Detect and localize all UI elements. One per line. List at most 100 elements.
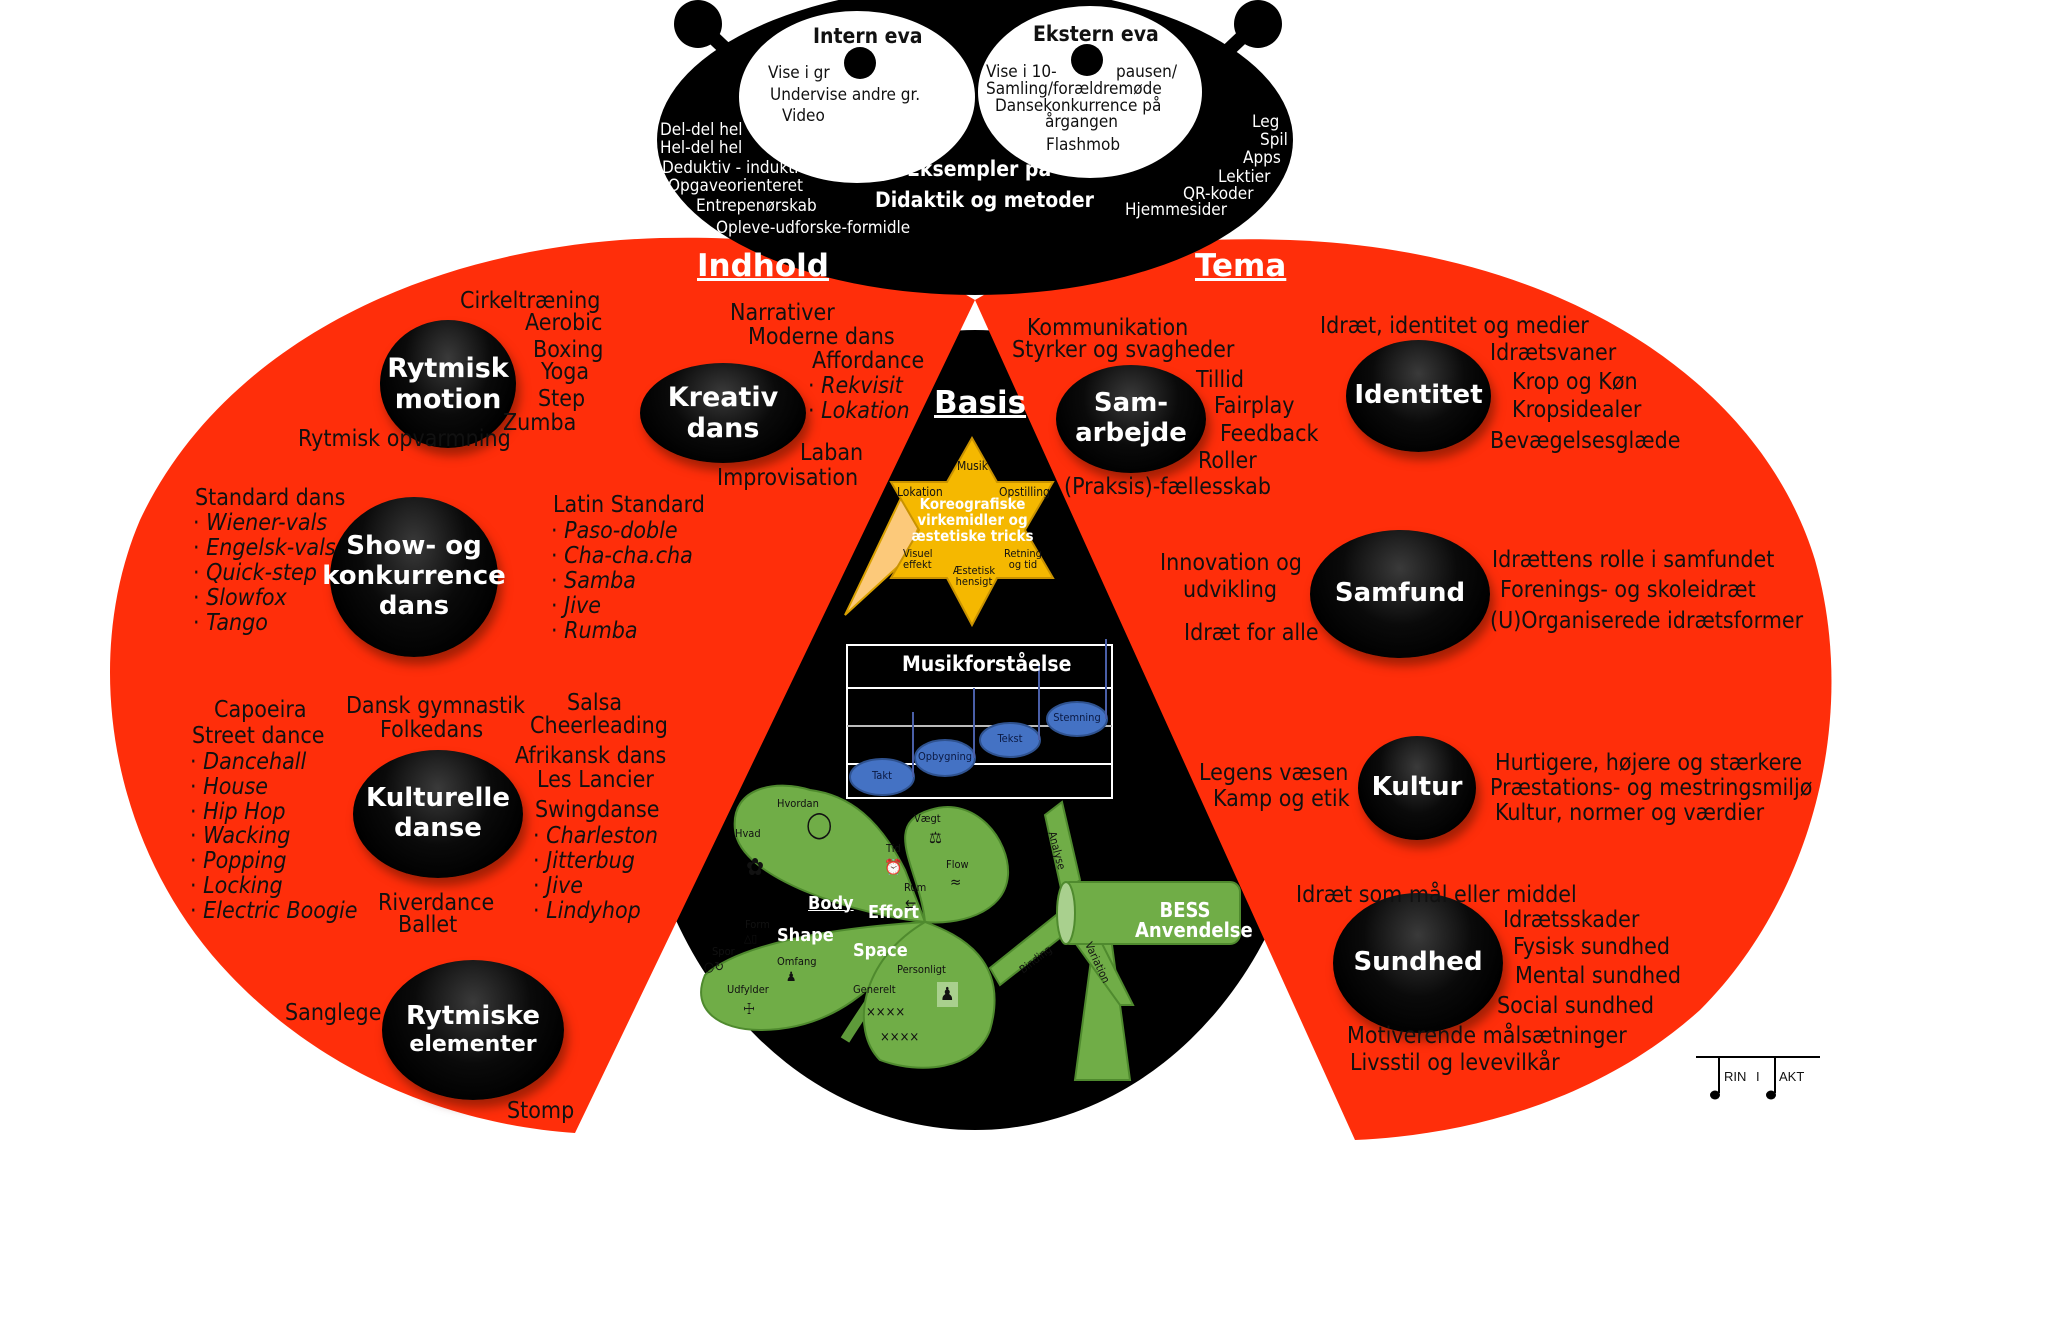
node-samfund[interactable]: Samfund xyxy=(1310,530,1490,658)
samfund-item: (U)Organiserede idrætsformer xyxy=(1490,608,1804,634)
swingdanse-item: Charleston xyxy=(533,823,658,849)
kreativ-dans-item: Laban xyxy=(800,440,864,466)
space-leaf xyxy=(862,920,996,1069)
swingdanse-item: Lindyhop xyxy=(533,898,641,924)
node-label: arbejde xyxy=(1075,418,1187,448)
kulturelle-item: Ballet xyxy=(398,912,458,938)
kultur-item: Kultur, normer og værdier xyxy=(1495,800,1765,826)
node-label: Sam- xyxy=(1093,388,1169,419)
music-note-label: Tekst xyxy=(997,732,1023,745)
rytmisk-motion-item: Aerobic xyxy=(525,310,603,336)
basis-heading: Basis xyxy=(934,385,1027,421)
bess-windmill xyxy=(988,800,1241,1081)
latin-standard-item: Jive xyxy=(551,593,601,619)
star-point: Retning og tid xyxy=(1004,547,1042,571)
clover-item: Omfang xyxy=(777,955,817,968)
star-point: Visuel effekt xyxy=(903,547,933,571)
left-antenna-ball xyxy=(674,0,722,48)
intern-eva-item: Vise i gr xyxy=(768,63,830,83)
clover-item: Rum xyxy=(904,881,927,894)
identitet-item: Idrætsvaner xyxy=(1490,340,1617,366)
sundhed-item: Livsstil og levevilkår xyxy=(1350,1050,1560,1076)
right-antenna-ball xyxy=(1234,0,1282,48)
clover-item: Vægt xyxy=(914,812,941,825)
clover-item: Generelt xyxy=(853,983,896,996)
kreativ-dans-item: Affordance xyxy=(812,348,925,374)
star-point: Opstilling xyxy=(999,485,1050,499)
crosses-icon: ×××× xyxy=(866,1005,906,1020)
star-title-line: virkemidler og xyxy=(917,510,1028,529)
person-crawl-icon: ♟ xyxy=(786,970,797,985)
node-label: Kultur xyxy=(1371,772,1463,803)
scale-icon: ⚖ xyxy=(929,828,942,847)
clover-leaf-effort: Effort xyxy=(868,902,920,923)
node-label: Rytmiske xyxy=(406,1001,540,1032)
samarbejde-item: Styrker og svagheder xyxy=(1012,337,1235,363)
node-samarbejde[interactable]: Sam-arbejde xyxy=(1056,365,1206,473)
samarbejde-item: Feedback xyxy=(1220,421,1319,447)
method-item: Spil xyxy=(1260,130,1288,150)
windmill-hub xyxy=(1056,881,1076,945)
star-title-line: æstetiske tricks xyxy=(911,526,1034,545)
node-label: danse xyxy=(394,813,482,843)
music-note-label: Opbygning xyxy=(917,750,973,763)
node-label: Kreativ xyxy=(667,381,779,413)
logo-text-1: RIN xyxy=(1724,1069,1747,1084)
didaktik-title-line1: Eksempler på xyxy=(907,157,1052,181)
node-label: Show- og xyxy=(346,531,482,562)
node-sundhed[interactable]: Sundhed xyxy=(1333,893,1503,1033)
bess-title-line: BESS xyxy=(1159,898,1211,922)
left-pupil xyxy=(844,47,876,79)
method-item: Apps xyxy=(1243,148,1281,168)
node-label: Samfund xyxy=(1334,578,1466,609)
logo xyxy=(1696,1056,1820,1100)
samarbejde-item: Kommunikation xyxy=(1027,315,1189,341)
dancers-icon: ✿ xyxy=(746,853,765,881)
kultur-item: Præstations- og mestringsmiljø xyxy=(1490,775,1813,801)
choreography-star xyxy=(889,435,1055,628)
street-dance-item: Dancehall xyxy=(190,749,306,775)
star-title: Koreografiske virkemidler og æstetiske t… xyxy=(905,496,1040,545)
kulturelle-item: Salsa xyxy=(567,690,623,716)
clover-item: Tid xyxy=(886,842,901,855)
kreativ-dans-item: Rekvisit xyxy=(808,373,903,399)
indhold-heading: Indhold xyxy=(697,248,829,284)
standard-dans-title: Standard dans xyxy=(195,485,346,511)
right-wing xyxy=(975,239,1832,1140)
kreativ-dans-item: Moderne dans xyxy=(748,324,895,350)
node-identitet[interactable]: Identitet xyxy=(1346,340,1491,452)
left-eye xyxy=(739,11,975,183)
musik-title: Musikforståelse xyxy=(902,652,1072,676)
kultur-item: Legens væsen xyxy=(1199,760,1349,786)
kultur-item: Hurtigere, højere og stærkere xyxy=(1495,750,1803,776)
music-note-label: Takt xyxy=(872,769,892,782)
person-arms-icon: ☩ xyxy=(743,1000,756,1018)
node-label: Rytmisk xyxy=(387,352,509,384)
rytmisk-motion-item: Zumba xyxy=(503,410,577,436)
latin-standard-item: Samba xyxy=(551,568,636,594)
ekstern-eva-item: Flashmob xyxy=(1046,135,1121,155)
intern-eva-item: Video xyxy=(782,106,825,126)
node-label: Sundhed xyxy=(1353,947,1483,978)
latin-standard-item: Cha-cha.cha xyxy=(551,543,693,569)
method-item: Opgaveorienteret xyxy=(668,176,804,196)
node-kultur[interactable]: Kultur xyxy=(1358,736,1476,840)
node-label: elementer xyxy=(409,1032,537,1058)
node-label: Identitet xyxy=(1354,380,1483,411)
clover-item: Hvordan xyxy=(777,797,819,810)
person-icon: ◯ xyxy=(806,810,833,840)
sundhed-item: Idræt som mål eller middel xyxy=(1296,882,1577,908)
rytmisk-motion-item: Cirkeltræning xyxy=(460,288,601,314)
kulturelle-item: Les Lancier xyxy=(537,767,654,793)
star-point: Lokation xyxy=(897,485,943,499)
node-label: Kulturelle xyxy=(366,783,510,814)
method-item: Opleve-udforske-formidle xyxy=(716,218,911,238)
sundhed-item: Fysisk sundhed xyxy=(1513,934,1671,960)
identitet-item: Bevægelsesglæde xyxy=(1490,428,1681,454)
swingdanse-item: Jive xyxy=(533,873,583,899)
